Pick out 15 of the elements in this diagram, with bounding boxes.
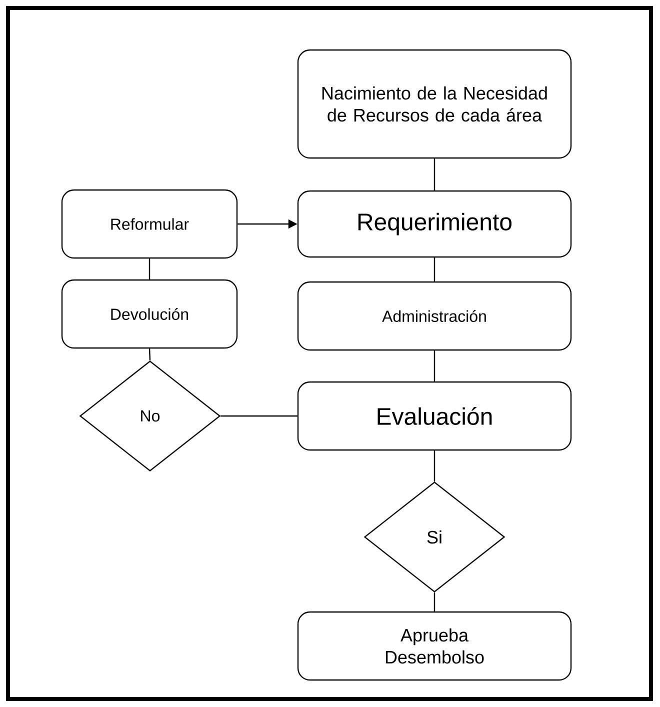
connector-line (434, 158, 436, 190)
process-box: Devolución (61, 279, 238, 349)
process-box: Requerimiento (297, 190, 572, 258)
connector-line (148, 348, 151, 360)
connector-line (434, 258, 436, 282)
process-box: Administración (297, 281, 572, 351)
process-box: Aprueba Desembolso (297, 611, 572, 681)
connector-line (148, 258, 150, 280)
connector-line (434, 350, 436, 382)
process-box: Reformular (61, 189, 238, 259)
connector-line (220, 415, 298, 417)
connector-line (434, 592, 436, 612)
process-box: Evaluación (297, 381, 572, 451)
process-box: Nacimiento de la Necesidad de Recursos de cada área (297, 49, 572, 159)
connector-line (434, 450, 436, 482)
